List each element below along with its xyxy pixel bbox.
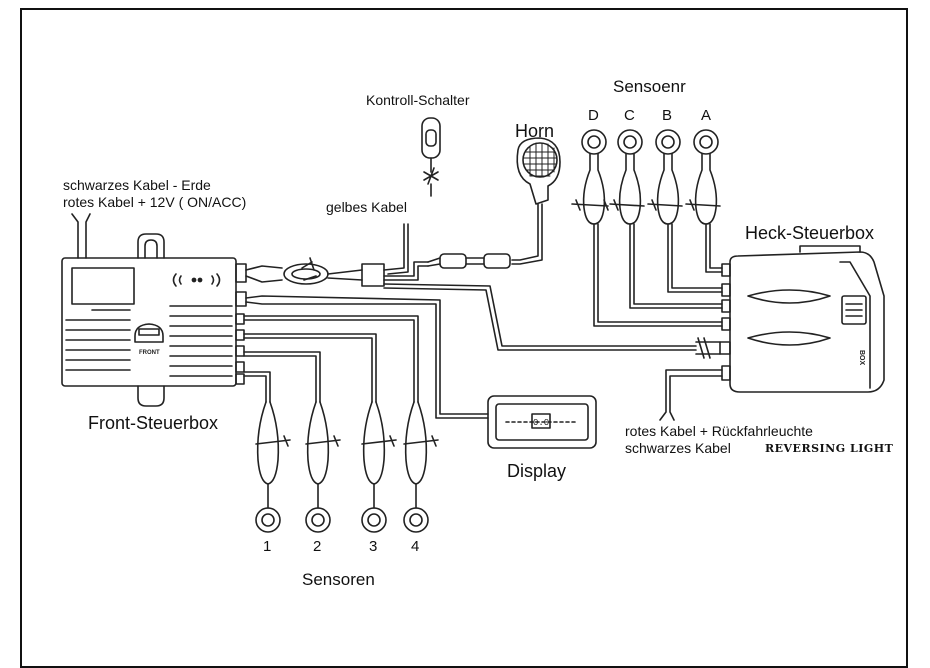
reversing-light-label: REVERSING LIGHT (765, 442, 894, 455)
horn-label: Horn (515, 121, 555, 141)
horn-speaker (427, 137, 561, 269)
rear-control-box (719, 245, 885, 393)
display-cable (245, 295, 489, 419)
display-unit (487, 395, 597, 449)
rear-box-label: Heck-Steuerbox (745, 223, 875, 243)
rear-box-mark: BOX (858, 350, 865, 366)
front-sensors (243, 315, 439, 533)
main-harness (245, 223, 429, 287)
rear-sensor-label-b: B (662, 107, 673, 124)
rear-sensors-title: Sensoenr (613, 77, 686, 96)
rear-sensor-label-c: C (624, 107, 635, 124)
front-box-mark: FRONT (139, 350, 160, 356)
rear-sensor-label-d: D (588, 107, 599, 124)
front-sensors-title: Sensoren (302, 570, 375, 589)
inter-box-cables (383, 283, 721, 359)
front-sensor-label-2: 2 (313, 538, 322, 555)
display-label: Display (507, 461, 567, 481)
black-cable-ground-label: schwarzes Kabel - Erde (63, 177, 211, 193)
power-cable (71, 213, 91, 259)
red-cable-reverse-label: rotes Kabel + Rückfahrleuchte (625, 423, 813, 439)
front-box-label: Front-Steuerbox (88, 413, 219, 433)
display-readout: 0.0 (533, 418, 549, 428)
control-switch (421, 117, 441, 197)
front-sensor-label-3: 3 (369, 538, 378, 555)
rear-sensors (571, 129, 723, 327)
front-control-box (61, 233, 247, 407)
black-cable-rear-label: schwarzes Kabel (625, 440, 731, 456)
front-sensor-label-4: 4 (411, 538, 420, 555)
front-sensor-label-1: 1 (263, 538, 272, 555)
red-cable-12v-label: rotes Kabel + 12V ( ON/ACC) (63, 194, 247, 210)
reverse-light-cable (659, 369, 723, 421)
yellow-cable-label: gelbes Kabel (326, 199, 407, 215)
control-switch-label: Kontroll-Schalter (366, 92, 470, 108)
rear-sensor-label-a: A (701, 107, 712, 124)
